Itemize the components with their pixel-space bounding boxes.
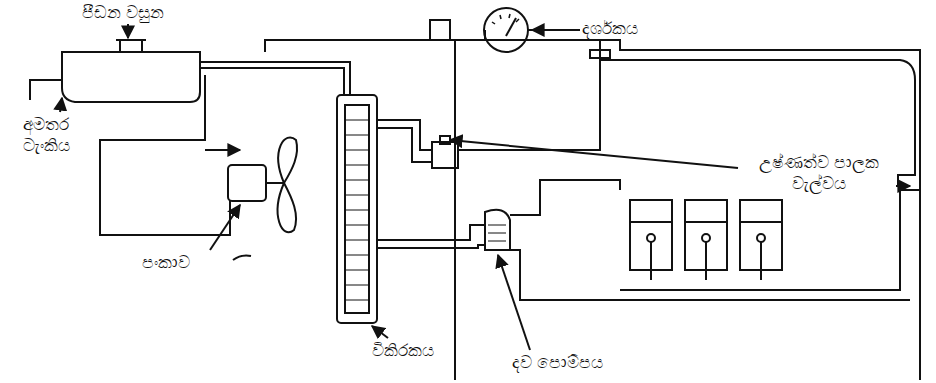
part-label: අමතර ටැංකිය [4, 114, 88, 157]
part-label: උෂ්ණත්ව පාලක වැල්වය [742, 152, 896, 195]
part-label: පීඩන වසුන [80, 2, 166, 23]
part-label: දර්ශකය [580, 18, 640, 39]
part-label: දව පොම්පය [510, 352, 605, 373]
part-label: පංකාව [140, 252, 192, 273]
part-label: විකිරකය [370, 340, 436, 361]
